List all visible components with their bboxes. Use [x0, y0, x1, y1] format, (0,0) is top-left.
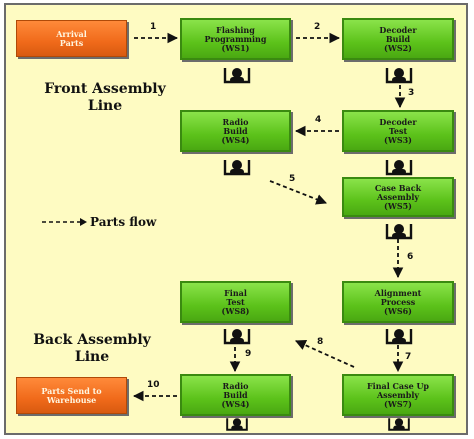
ws6-line3: (WS6): [384, 305, 412, 316]
flow-number-3: 3: [408, 88, 415, 98]
parts-send-to-warehouse-box: Parts Send to Warehouse: [16, 377, 127, 414]
ws4b-line1: Radio: [222, 380, 249, 391]
ws2-decoder-build-box: Decoder Build (WS2): [342, 18, 454, 60]
warehouse-line2: Warehouse: [46, 394, 97, 405]
flow-number-6: 6: [407, 252, 414, 262]
legend-dashed-arrow-icon: [42, 218, 87, 226]
flow-arrows: [132, 32, 406, 402]
ws3-line3: (WS3): [384, 134, 412, 145]
ws4-radio-build-back-box: Radio Build (WS4): [180, 374, 291, 416]
diagram-canvas: Front Assembly Line Back Assembly Line P…: [4, 3, 468, 435]
flow-number-2: 2: [314, 22, 321, 32]
arrival-parts-box: Arrival Parts: [16, 20, 127, 57]
worker-icon-ws2: [385, 68, 413, 84]
ws3-decoder-test-box: Decoder Test (WS3): [342, 110, 454, 152]
ws1-line3: (WS1): [221, 42, 250, 53]
ws2-line3: (WS2): [384, 42, 412, 53]
ws4a-line2: Build: [223, 125, 248, 136]
ws6-line2: Process: [380, 296, 416, 307]
warehouse-line1: Parts Send to: [41, 385, 102, 396]
arrival-parts-line1: Arrival: [56, 28, 87, 39]
ws5-line3: (WS5): [384, 200, 412, 211]
ws1-line1: Flashing: [216, 24, 255, 35]
worker-icon-ws7: [388, 418, 410, 431]
flow-number-4: 4: [315, 115, 322, 125]
ws4b-line2: Build: [223, 389, 248, 400]
worker-icon-ws4-back: [226, 418, 248, 431]
worker-icon-ws1: [223, 68, 251, 84]
ws8-line1: Final: [224, 287, 247, 298]
ws7-line2: Assembly: [376, 389, 420, 400]
ws4b-line3: (WS4): [221, 398, 250, 409]
ws8-line3: (WS8): [221, 305, 250, 316]
ws8-final-test-box: Final Test (WS8): [180, 281, 291, 323]
flow-number-8: 8: [317, 337, 324, 347]
worker-icon-ws8: [223, 329, 251, 345]
ws4a-line1: Radio: [222, 116, 249, 127]
worker-icon-ws3: [385, 160, 413, 176]
ws7-final-case-up-assembly-box: Final Case Up Assembly (WS7): [342, 374, 454, 416]
ws5-line2: Assembly: [376, 191, 420, 202]
ws1-line2: Programming: [204, 33, 267, 44]
legend-label: Parts flow: [90, 215, 157, 229]
ws2-line2: Build: [385, 33, 411, 44]
ws6-alignment-process-box: Alignment Process (WS6): [342, 281, 454, 323]
ws4-radio-build-front-box: Radio Build (WS4): [180, 110, 291, 152]
worker-icon-ws5: [385, 224, 413, 240]
ws7-line1: Final Case Up: [366, 380, 430, 391]
flow-number-10: 10: [147, 380, 160, 390]
legend: Parts flow: [40, 215, 156, 229]
ws6-line1: Alignment: [374, 287, 422, 298]
ws3-line1: Decoder: [379, 116, 417, 127]
arrival-parts-line2: Parts: [59, 37, 84, 48]
flow-number-9: 9: [245, 349, 252, 359]
flow-arrow-5: [269, 180, 328, 205]
ws8-line2: Test: [226, 296, 245, 307]
flow-number-1: 1: [150, 22, 157, 32]
ws5-line1: Case Back: [374, 182, 422, 193]
ws4a-line3: (WS4): [221, 134, 250, 145]
ws5-case-back-assembly-box: Case Back Assembly (WS5): [342, 177, 454, 217]
back-assembly-line-label: Back Assembly Line: [33, 332, 151, 365]
ws2-line1: Decoder: [379, 24, 417, 35]
ws7-line3: (WS7): [384, 398, 412, 409]
flow-arrow-8: [295, 340, 355, 368]
ws1-flashing-programming-box: Flashing Programming (WS1): [180, 18, 291, 60]
front-assembly-line-label: Front Assembly Line: [44, 81, 166, 114]
ws3-line2: Test: [388, 125, 408, 136]
worker-icon-ws6: [385, 329, 413, 345]
flow-number-7: 7: [405, 352, 412, 362]
flow-number-5: 5: [289, 174, 296, 184]
worker-icon-ws4-front: [223, 160, 251, 176]
